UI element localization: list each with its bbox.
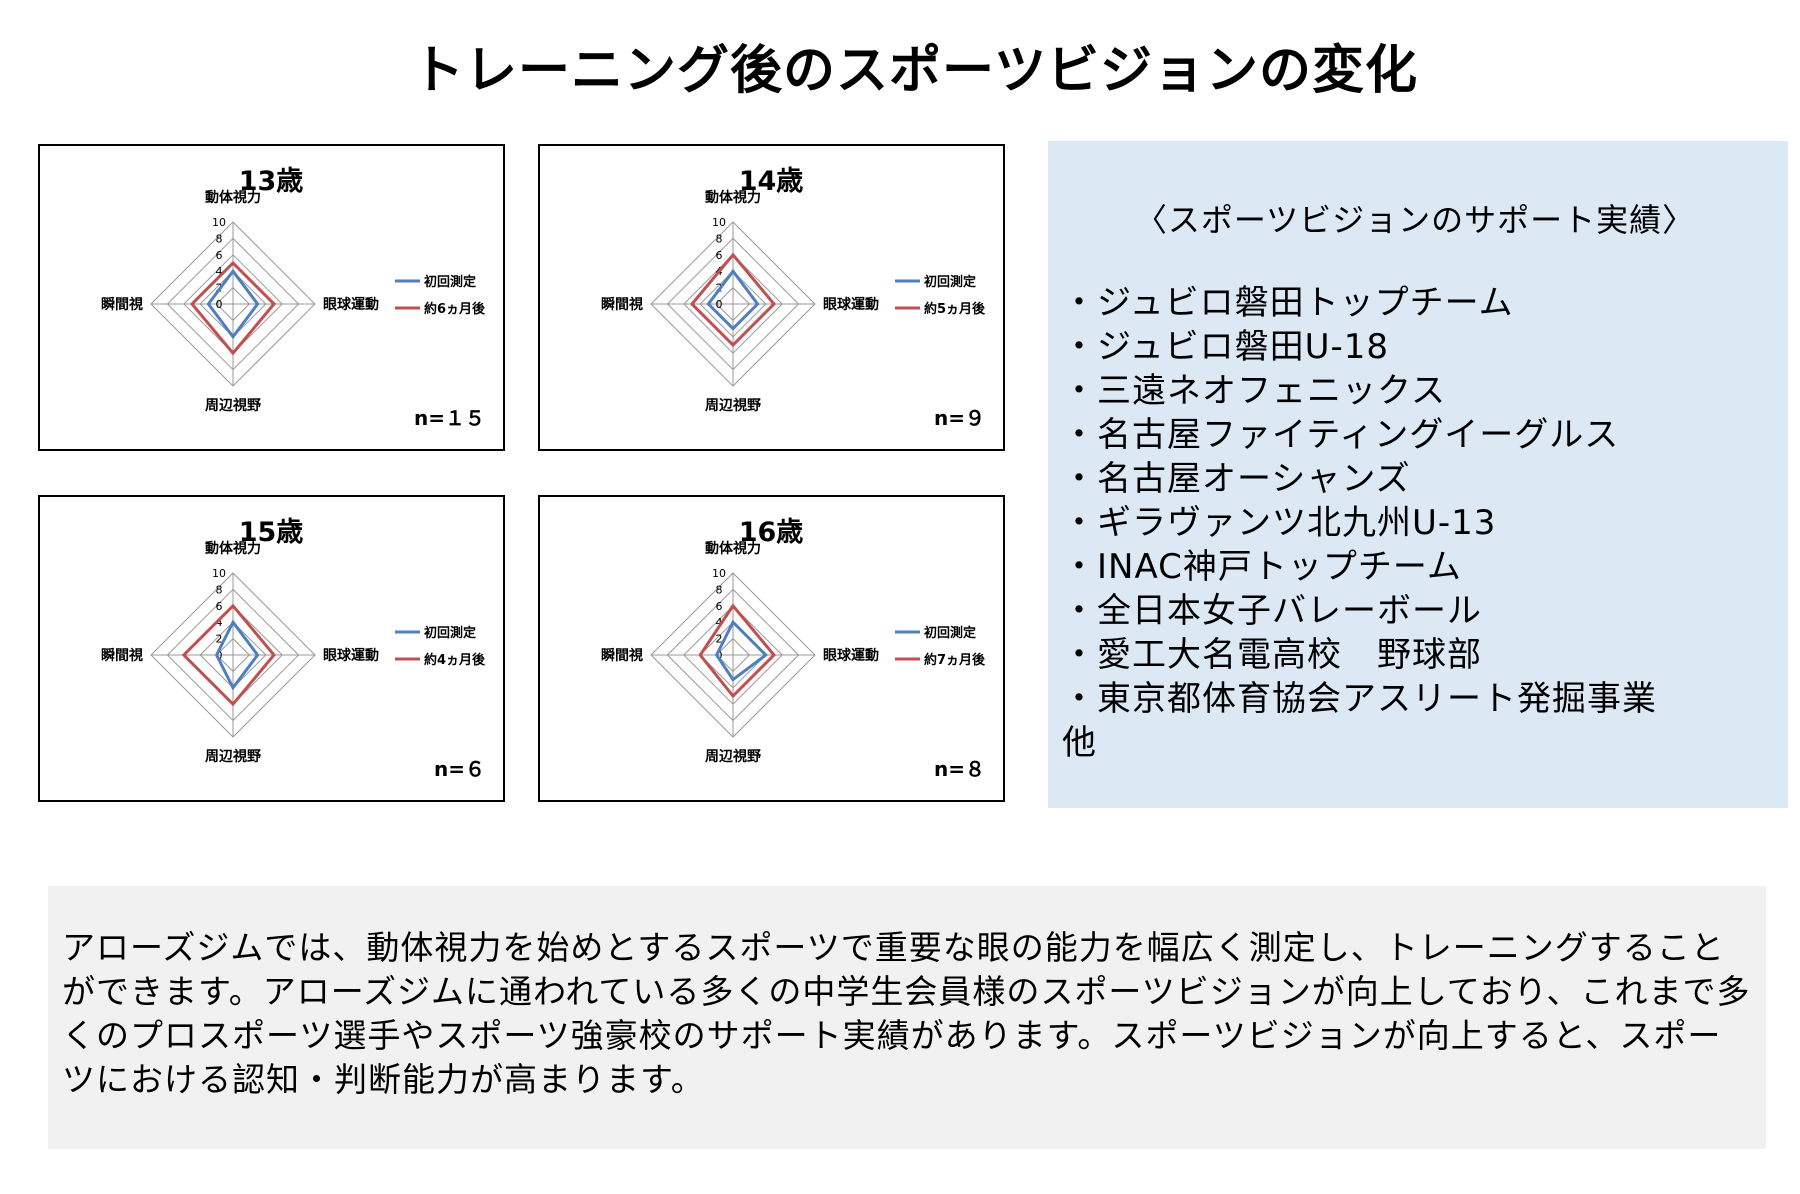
tick-label: 2 xyxy=(216,633,223,646)
axis-label: 周辺視野 xyxy=(205,748,261,765)
tick-label: 10 xyxy=(712,567,726,580)
sample-size-label: n=８ xyxy=(934,757,985,781)
axis-label: 瞬間視 xyxy=(601,296,643,313)
series-after-line xyxy=(189,260,277,356)
support-record-box: 〈スポーツビジョンのサポート実績〉 ・ジュビロ磐田トップチーム ・ジュビロ磐田U… xyxy=(1048,141,1788,808)
legend-label: 約5ヵ月後 xyxy=(924,301,986,317)
tick-label: 0 xyxy=(216,649,223,662)
tick-label: 8 xyxy=(216,583,223,596)
page-title: トレーニング後のスポーツビジョンの変化 xyxy=(412,41,1418,101)
tick-label: 6 xyxy=(716,600,723,613)
tick-label: 6 xyxy=(716,249,723,262)
chart-title: 14歳 xyxy=(739,166,804,197)
chart-title: 16歳 xyxy=(739,517,804,548)
tick-label: 4 xyxy=(216,265,223,278)
legend-label: 約7ヵ月後 xyxy=(924,652,986,668)
series-initial-line xyxy=(706,268,760,331)
description-box: アローズジムでは、動体視力を始めとするスポーツで重要な眼の能力を幅広く測定し、ト… xyxy=(48,886,1766,1149)
tick-label: 10 xyxy=(212,567,226,580)
axis-label: 眼球運動 xyxy=(823,647,879,664)
tick-label: 8 xyxy=(716,583,723,596)
axis-label: 眼球運動 xyxy=(823,296,879,313)
tick-label: 0 xyxy=(716,298,723,311)
series-after-line xyxy=(181,603,276,707)
tick-label: 8 xyxy=(216,232,223,245)
legend-label: 初回測定 xyxy=(924,625,976,641)
tick-label: 4 xyxy=(716,616,723,629)
legend-label: 初回測定 xyxy=(924,274,976,290)
series-initial-line xyxy=(714,619,769,682)
support-heading: 〈スポーツビジョンのサポート実績〉 xyxy=(1134,201,1696,239)
tick-label: 4 xyxy=(216,616,223,629)
tick-label: 0 xyxy=(716,649,723,662)
legend-label: 初回測定 xyxy=(424,625,476,641)
series-initial-line xyxy=(214,619,260,691)
axis-label: 瞬間視 xyxy=(101,296,143,313)
tick-label: 6 xyxy=(216,249,223,262)
series-after-line xyxy=(698,603,777,699)
support-item: ・愛工大名電高校 野球部 xyxy=(1062,635,1482,675)
support-other: 他 xyxy=(1062,723,1096,763)
axis-label: 動体視力 xyxy=(705,540,761,557)
axis-label: 眼球運動 xyxy=(323,647,379,664)
support-item: ・名古屋ファイティングイーグルス xyxy=(1062,415,1620,455)
axis-label: 動体視力 xyxy=(205,540,261,557)
support-item: ・ギラヴァンツ北九州U-13 xyxy=(1062,503,1497,543)
series-after-line xyxy=(689,252,777,348)
series-initial-line xyxy=(206,268,260,340)
radar-panel-16: 16歳 0 2 4 6 8 10 動体視力眼球運動周辺視野 瞬間視 初回測定約7ヵ月後 n=８ xyxy=(538,495,1005,802)
support-item: ・ジュビロ磐田トップチーム xyxy=(1062,283,1514,323)
axis-label: 周辺視野 xyxy=(205,397,261,414)
axis-label: 周辺視野 xyxy=(705,748,761,765)
support-list: ・ジュビロ磐田トップチーム ・ジュビロ磐田U-18 ・三遠ネオフェニックス ・名… xyxy=(1062,281,1768,721)
tick-label: 8 xyxy=(716,232,723,245)
tick-label: 10 xyxy=(712,216,726,229)
support-item: ・INAC神戸トップチーム xyxy=(1062,547,1462,587)
axis-label: 周辺視野 xyxy=(705,397,761,414)
chart-title: 13歳 xyxy=(239,166,304,197)
radar-panel-15: 15歳 0 2 4 6 8 10 動体視力眼球運動周辺視野 瞬間視 初回測定約4ヵ月後 n=６ xyxy=(38,495,505,802)
support-item: ・三遠ネオフェニックス xyxy=(1062,371,1446,411)
axis-label: 動体視力 xyxy=(705,189,761,206)
tick-label: 0 xyxy=(216,298,223,311)
tick-label: 10 xyxy=(212,216,226,229)
tick-label: 6 xyxy=(216,600,223,613)
axis-label: 瞬間視 xyxy=(101,647,143,664)
axis-label: 瞬間視 xyxy=(601,647,643,664)
legend-label: 約4ヵ月後 xyxy=(424,652,486,668)
legend-label: 初回測定 xyxy=(424,274,476,290)
support-item: ・名古屋オーシャンズ xyxy=(1062,459,1411,499)
description-text: アローズジムでは、動体視力を始めとするスポーツで重要な眼の能力を幅広く測定し、ト… xyxy=(62,928,1751,1099)
legend-label: 約6ヵ月後 xyxy=(424,301,486,317)
tick-label: 2 xyxy=(716,633,723,646)
support-item: ・東京都体育協会アスリート発掘事業 xyxy=(1062,679,1657,719)
axis-label: 動体視力 xyxy=(205,189,261,206)
sample-size-label: n=９ xyxy=(934,406,985,430)
sample-size-label: n=６ xyxy=(434,757,485,781)
support-item: ・ジュビロ磐田U-18 xyxy=(1062,327,1390,367)
sample-size-label: n=１５ xyxy=(414,406,485,430)
axis-label: 眼球運動 xyxy=(323,296,379,313)
chart-title: 15歳 xyxy=(239,517,304,548)
support-item: ・全日本女子バレーボール xyxy=(1062,591,1482,631)
